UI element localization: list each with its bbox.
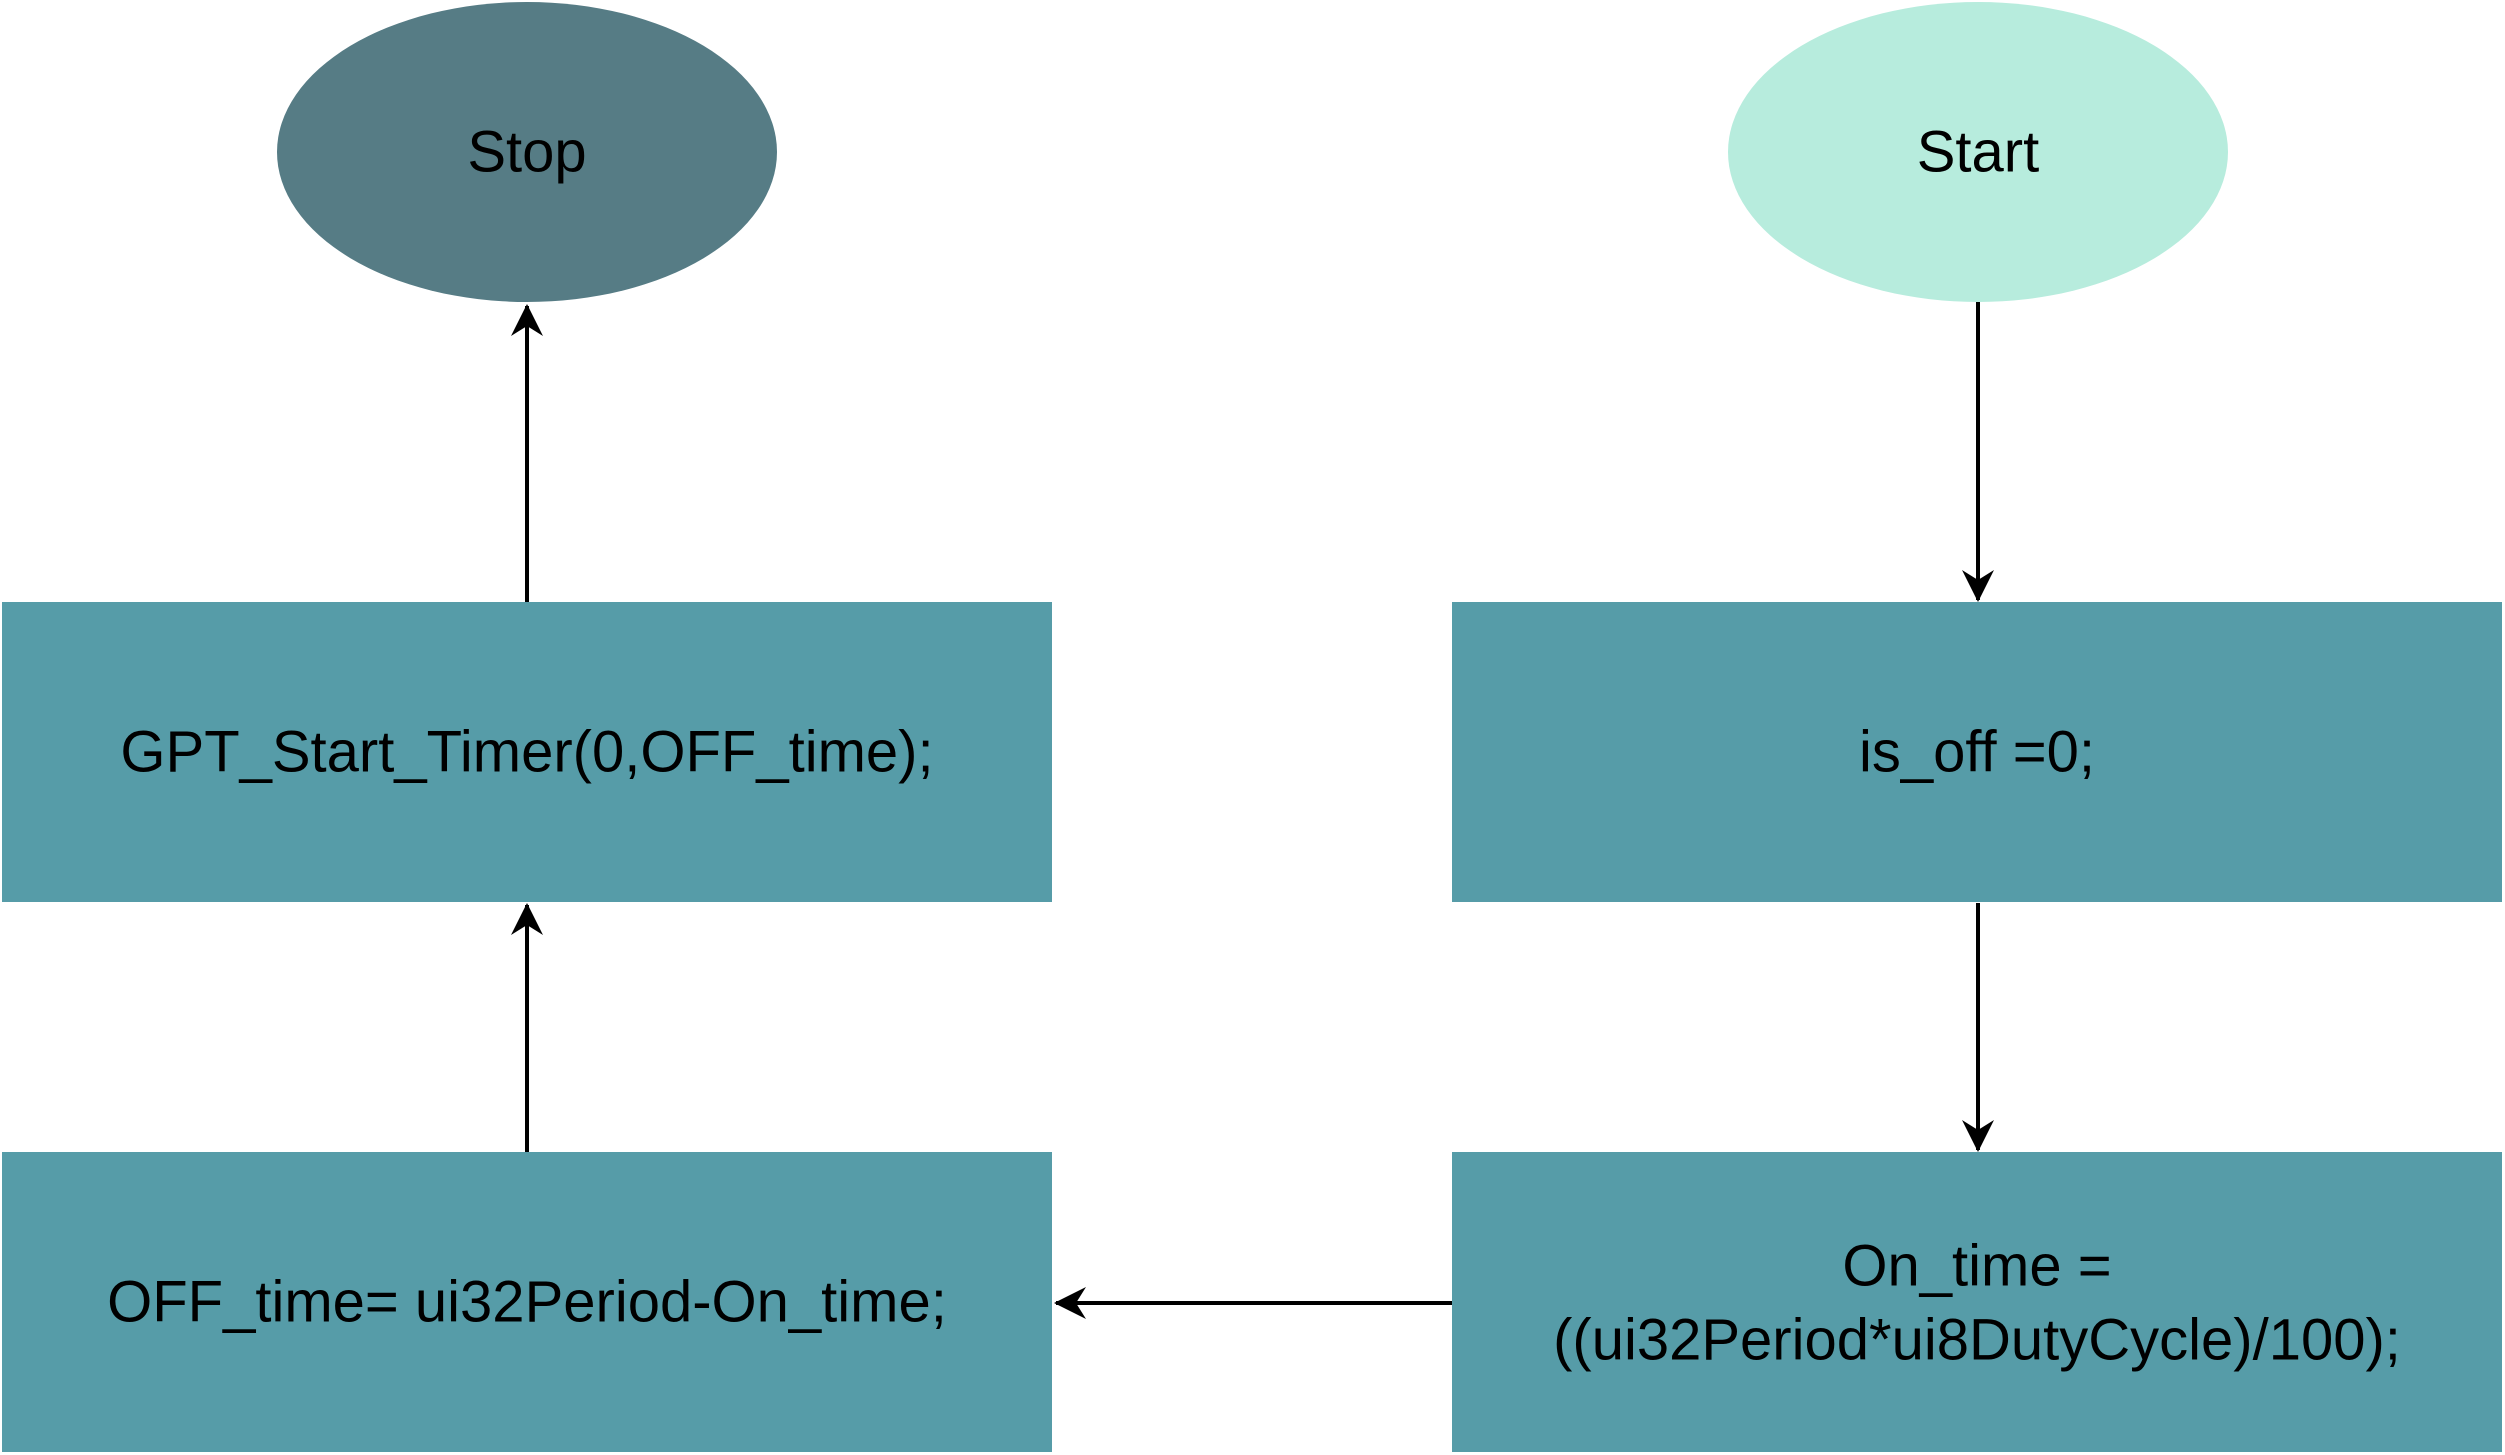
on-time-node: On_time = ((ui32Period*ui8DutyCycle)/100… <box>1452 1152 2502 1452</box>
off-time-node: OFF_time= ui32Period-On_time; <box>2 1152 1052 1452</box>
gpt-start-timer-label: GPT_Start_Timer(0,OFF_time); <box>120 720 933 785</box>
on-time-label-line2: ((ui32Period*ui8DutyCycle)/100); <box>1553 1308 2401 1373</box>
off-time-label: OFF_time= ui32Period-On_time; <box>107 1270 947 1335</box>
is-off-label: is_off =0; <box>1859 720 2095 785</box>
start-label: Start <box>1917 120 2040 185</box>
gpt-start-timer-node: GPT_Start_Timer(0,OFF_time); <box>2 602 1052 902</box>
gpt-start-timer-box <box>2 602 1052 902</box>
start-node: Start <box>1728 2 2228 302</box>
is-off-box <box>1452 602 2502 902</box>
on-time-box <box>1452 1152 2502 1452</box>
stop-label: Stop <box>467 120 586 185</box>
stop-ellipse <box>277 2 777 302</box>
stop-node: Stop <box>277 2 777 302</box>
on-time-label-line1: On_time = <box>1842 1234 2111 1299</box>
is-off-node: is_off =0; <box>1452 602 2502 902</box>
start-ellipse <box>1728 2 2228 302</box>
off-time-box <box>2 1152 1052 1452</box>
